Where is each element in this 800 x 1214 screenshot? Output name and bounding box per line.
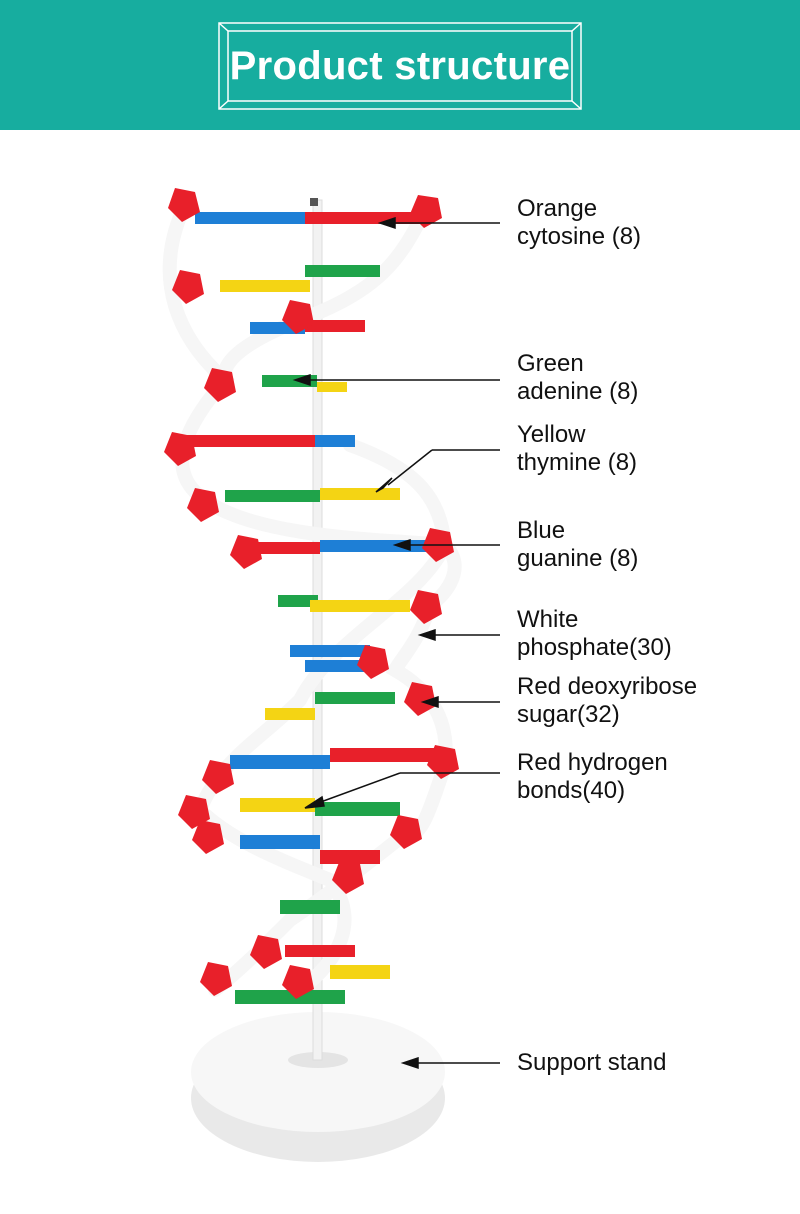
- page-title: Product structure: [229, 44, 571, 88]
- label-guanine: Blue guanine (8): [517, 517, 638, 573]
- label-phosphate-line2: phosphate(30): [517, 634, 672, 661]
- label-phosphate-line1: White: [517, 606, 579, 633]
- label-support-stand: Support stand: [517, 1049, 666, 1077]
- pointer-arrows: [292, 216, 500, 1070]
- label-guanine-line1: Blue: [517, 517, 566, 544]
- label-thymine-line2: thymine (8): [517, 449, 638, 476]
- support-stand: [191, 1012, 445, 1132]
- label-deoxyribose-line2: sugar(32): [517, 701, 620, 728]
- label-adenine-line2: adenine (8): [517, 378, 639, 405]
- label-thymine-line1: Yellow: [517, 421, 586, 448]
- label-hydrogen-line2: bonds(40): [517, 777, 626, 804]
- label-cytosine-line2: cytosine (8): [517, 223, 642, 250]
- dna-model-image: [162, 188, 500, 1162]
- label-adenine: Green adenine (8): [517, 350, 638, 406]
- label-cytosine-line1: Orange: [517, 195, 598, 222]
- label-thymine: Yellow thymine (8): [517, 421, 637, 477]
- sugar-units: [164, 188, 459, 999]
- title-frame-border: [218, 22, 582, 110]
- label-cytosine: Orange cytosine (8): [517, 195, 641, 251]
- label-stand-line1: Support stand: [517, 1049, 667, 1076]
- label-deoxyribose-line1: Red deoxyribose: [517, 673, 698, 700]
- label-deoxyribose: Red deoxyribose sugar(32): [517, 673, 697, 729]
- title-frame: Product structure: [218, 22, 582, 110]
- base-pairs: [185, 212, 440, 1004]
- label-adenine-line1: Green: [517, 350, 584, 377]
- label-hydrogen-line1: Red hydrogen: [517, 749, 668, 776]
- label-guanine-line2: guanine (8): [517, 545, 639, 572]
- label-phosphate: White phosphate(30): [517, 606, 672, 662]
- label-hydrogen-bonds: Red hydrogen bonds(40): [517, 749, 668, 805]
- header-banner: Product structure: [0, 0, 800, 130]
